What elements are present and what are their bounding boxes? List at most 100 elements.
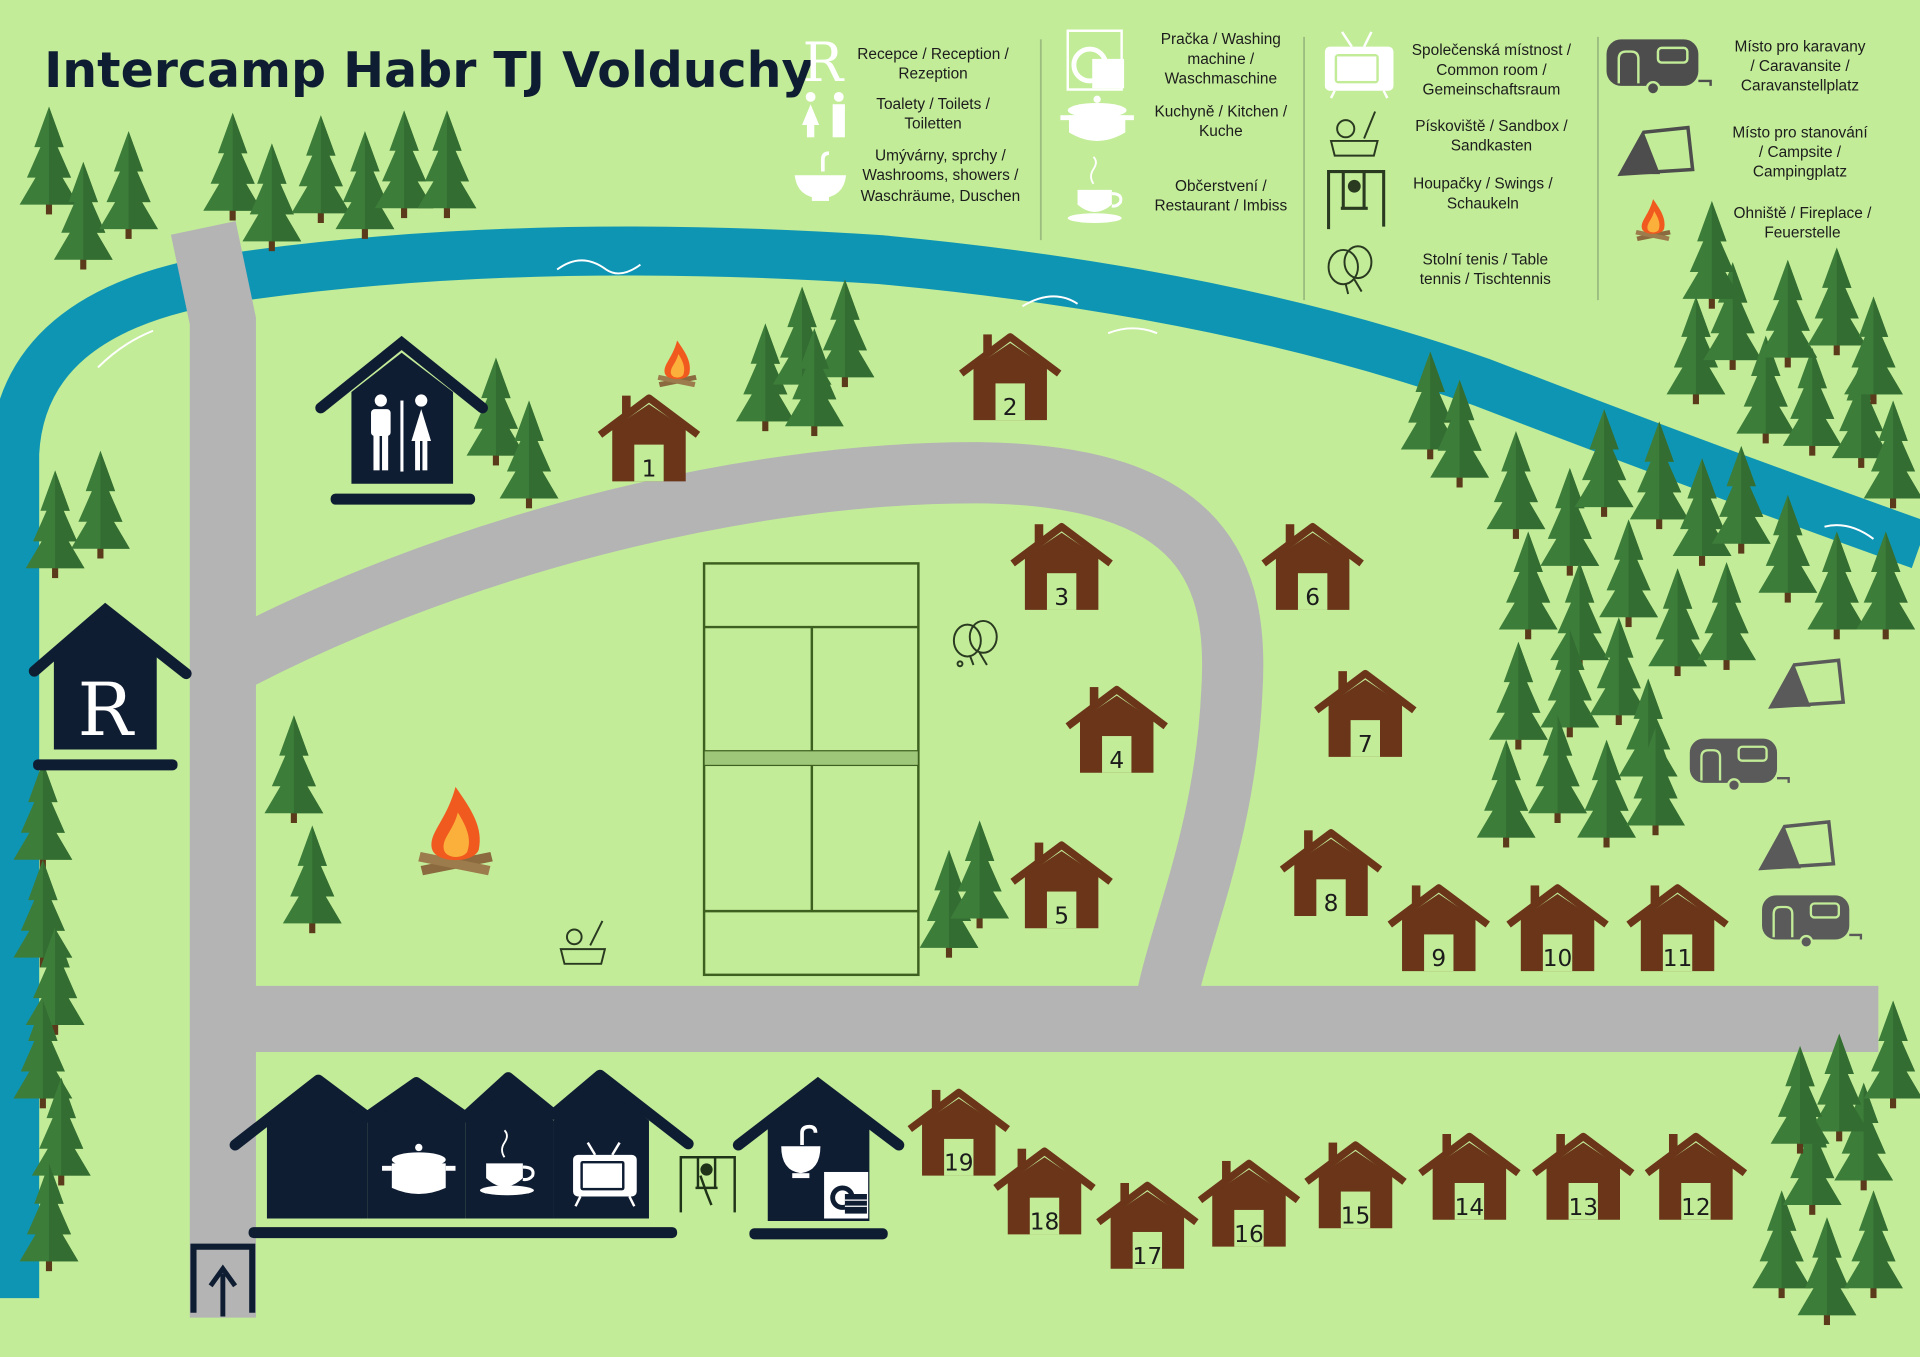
tv-icon — [1324, 31, 1394, 99]
pine-tree — [1486, 431, 1546, 539]
legend-label: Místo pro karavany — [1734, 39, 1865, 56]
pine-tree — [203, 112, 263, 221]
pine-tree — [1770, 1045, 1830, 1154]
tent-icon — [1758, 819, 1836, 871]
cabin-number: 15 — [1341, 1202, 1371, 1229]
pine-tree — [1809, 1033, 1869, 1142]
pine-tree — [1797, 1217, 1857, 1326]
cabin-11[interactable]: 11 — [1626, 884, 1729, 972]
cabin-18[interactable]: 18 — [993, 1147, 1096, 1236]
legend-item: Občerstvení / Restaurant / Imbiss — [1154, 178, 1287, 215]
pine-tree — [499, 400, 559, 509]
pine-tree — [950, 820, 1009, 929]
cabin-number: 6 — [1305, 584, 1320, 611]
cabin-8[interactable]: 8 — [1279, 829, 1383, 917]
legend-item: Místo pro stanování/ Campsite /Campingpl… — [1732, 124, 1868, 180]
legend-label: Kuche — [1199, 123, 1243, 140]
legend-label: Schaukeln — [1447, 195, 1519, 212]
pine-tree — [417, 110, 477, 219]
cabin-10[interactable]: 10 — [1506, 884, 1609, 972]
pine-tree — [1758, 259, 1818, 368]
cabin-13[interactable]: 13 — [1532, 1132, 1635, 1221]
cabin-1[interactable]: 1 — [597, 394, 701, 483]
cabin-number: 9 — [1431, 945, 1446, 972]
pine-tree — [1430, 379, 1489, 488]
legend-label: Caravanstellplatz — [1741, 78, 1859, 95]
reception-building: R — [28, 602, 192, 771]
legend-label: Restaurant / Imbiss — [1154, 198, 1287, 215]
pine-tree — [19, 106, 79, 215]
cabin-12[interactable]: 12 — [1644, 1132, 1748, 1221]
cabin-16[interactable]: 16 — [1197, 1159, 1301, 1248]
pine-tree — [19, 1163, 79, 1272]
restaurant-cup-icon — [480, 1129, 535, 1196]
cabin-19[interactable]: 19 — [907, 1088, 1010, 1177]
cabin-4[interactable]: 4 — [1065, 685, 1168, 774]
legend-label: Občerstvení / — [1175, 178, 1267, 195]
pine-tree — [1648, 568, 1707, 677]
legend-label: tennis / Tischtennis — [1420, 271, 1551, 288]
entrance-arrow-icon — [190, 1243, 256, 1317]
sandbox-icon — [559, 920, 607, 965]
pine-tree — [99, 131, 158, 239]
legend-label: Waschräume, Duschen — [861, 188, 1021, 205]
pine-tree — [1476, 739, 1536, 848]
legend-label: Toiletten — [904, 116, 961, 133]
legend-label: Houpačky / Swings / — [1413, 176, 1553, 193]
cabin-number: 16 — [1234, 1221, 1264, 1248]
legend-label: Společenská místnost / — [1412, 42, 1572, 59]
cabin-number: 5 — [1054, 902, 1069, 929]
legend-item: Houpačky / Swings / Schaukeln — [1413, 176, 1553, 213]
cabin-number: 14 — [1455, 1194, 1485, 1221]
pine-trees — [13, 106, 1920, 1326]
tennis-court — [702, 562, 920, 977]
cabin-15[interactable]: 15 — [1304, 1141, 1407, 1230]
pine-tree — [919, 849, 979, 958]
service-buildings — [229, 1069, 905, 1240]
caravan-icon — [1606, 39, 1712, 96]
page-title: Intercamp Habr TJ Volduchy — [44, 42, 813, 99]
pine-tree — [1807, 531, 1867, 640]
cabin-7[interactable]: 7 — [1314, 669, 1417, 758]
legend-label: Umývárny, sprchy / — [875, 148, 1006, 165]
pine-tree — [1736, 335, 1796, 444]
pine-tree — [1666, 296, 1726, 405]
pine-tree — [1672, 458, 1732, 566]
cabin-6[interactable]: 6 — [1261, 522, 1364, 611]
cabin-number: 8 — [1324, 890, 1339, 917]
cabin-3[interactable]: 3 — [1010, 522, 1113, 611]
legend-label: machine / — [1187, 51, 1255, 68]
legend-item: Kuchyně / Kitchen /Kuche — [1154, 103, 1287, 140]
cabin-2[interactable]: 2 — [959, 333, 1062, 421]
cabin-9[interactable]: 9 — [1387, 884, 1490, 972]
pine-tree — [264, 715, 324, 823]
cabin-number: 11 — [1663, 945, 1693, 972]
legend-label: Místo pro stanování — [1732, 124, 1868, 141]
pine-tree — [1540, 467, 1600, 576]
cabin-number: 4 — [1109, 747, 1124, 774]
pine-tree — [1540, 629, 1600, 738]
pine-tree — [1758, 494, 1818, 603]
river — [0, 226, 1920, 1299]
cabin-number: 10 — [1543, 945, 1573, 972]
washroom-sink-icon — [781, 1124, 821, 1179]
legend-label: Rezeption — [898, 66, 967, 83]
toilets-icon — [802, 91, 845, 138]
cabin-17[interactable]: 17 — [1096, 1181, 1199, 1270]
legend-label: Gemeinschaftsraum — [1422, 81, 1560, 98]
caravan-icon — [1689, 738, 1790, 793]
cabin-number: 17 — [1133, 1243, 1163, 1270]
washing-machine-icon — [824, 1171, 869, 1219]
pine-tree — [1807, 247, 1867, 356]
caravan-icon — [1762, 895, 1863, 949]
legend: R Recepce / Reception /RezeptionToalety … — [794, 29, 1872, 301]
legend-item: Recepce / Reception /Rezeption — [857, 46, 1009, 83]
pine-tree — [1863, 400, 1920, 509]
pine-tree — [1856, 531, 1916, 640]
cabin-14[interactable]: 14 — [1418, 1132, 1521, 1221]
pine-tree — [374, 110, 434, 219]
cabin-5[interactable]: 5 — [1010, 841, 1113, 930]
pine-tree — [1589, 617, 1649, 726]
pine-tree — [1629, 421, 1689, 530]
